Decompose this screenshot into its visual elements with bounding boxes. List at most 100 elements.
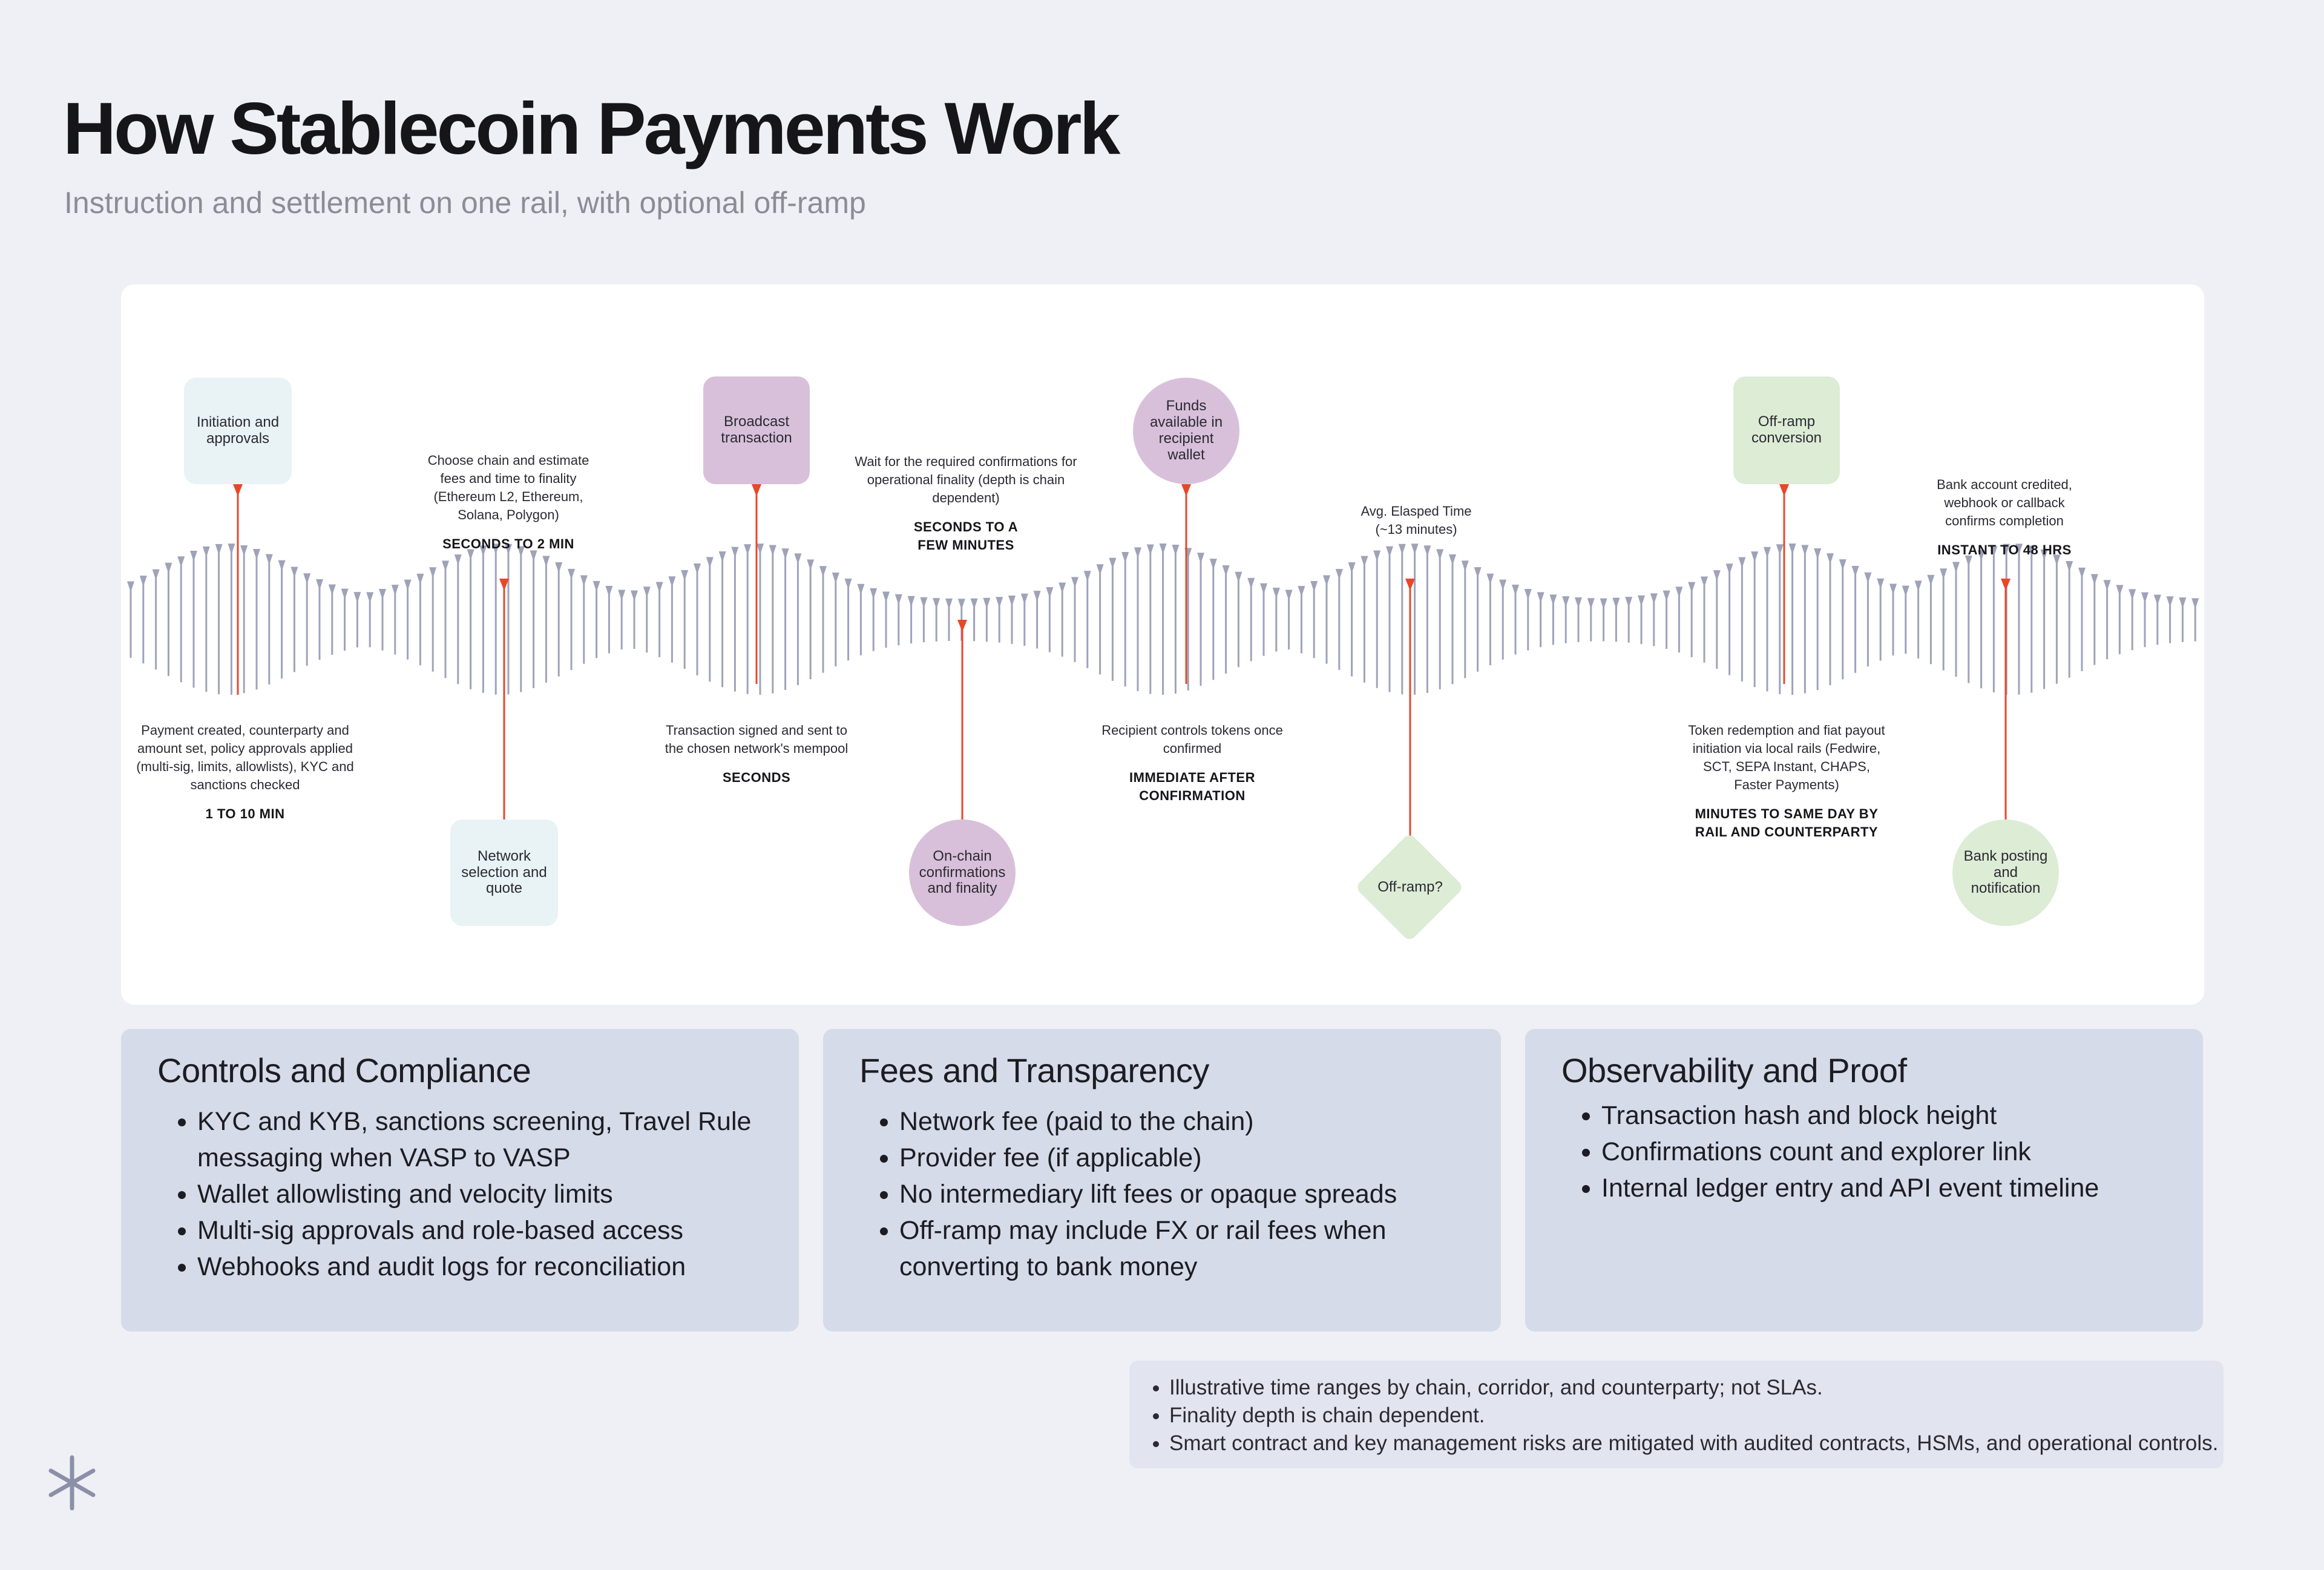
waveform-tick-head <box>731 547 739 558</box>
step-broadcast-annotation: Transaction signed and sent to the chose… <box>660 721 853 787</box>
waveform-tick-head <box>1977 550 1985 561</box>
waveform-tick-head <box>1449 554 1456 566</box>
step-offramp-conversion-note: Token redemption and fiat payout initiat… <box>1688 723 1885 792</box>
waveform-tick-head <box>2015 544 2023 555</box>
waveform-tick-head <box>1725 563 1733 575</box>
waveform-tick-head <box>1398 544 1406 555</box>
waveform-tick-head <box>1159 544 1167 555</box>
waveform-tick-head <box>819 566 827 577</box>
waveform-tick-head <box>2166 596 2174 608</box>
step-network-duration: SECONDS TO 2 MIN <box>442 536 574 551</box>
list-item: Confirmations count and explorer link <box>1601 1134 2167 1170</box>
waveform-tick-head <box>139 576 147 587</box>
fees-transparency-card: Fees and Transparency Network fee (paid … <box>823 1029 1501 1332</box>
waveform-tick-head <box>882 591 890 603</box>
waveform-tick-head <box>278 560 286 571</box>
waveform-tick-head <box>416 573 424 585</box>
waveform-tick-head <box>1839 559 1846 571</box>
step-initiation-annotation: Payment created, counterparty and amount… <box>133 721 357 823</box>
step-initiation-note: Payment created, counterparty and amount… <box>136 723 354 792</box>
step-funds-annotation: Recipient controls tokens once confirmed… <box>1095 721 1289 805</box>
waveform-tick-head <box>605 585 613 597</box>
list-item: Webhooks and audit logs for reconciliati… <box>197 1249 763 1285</box>
waveform-tick-head <box>1222 565 1230 576</box>
step-broadcast-note: Transaction signed and sent to the chose… <box>665 723 849 756</box>
waveform-tick-head <box>920 597 928 608</box>
list-item: Internal ledger entry and API event time… <box>1601 1170 2167 1206</box>
step-connector-arrow <box>1405 579 1415 591</box>
offramp-decision-node: Off-ramp? <box>1350 857 1471 918</box>
waveform-tick-head <box>618 590 626 601</box>
step-initiation-node: Initiation and approvals <box>184 378 292 484</box>
step-connector-arrow <box>1181 484 1191 496</box>
waveform-tick-head <box>970 598 978 609</box>
waveform-tick-head <box>769 545 776 556</box>
step-bank-posting-annotation: Bank account credited, webhook or callba… <box>1923 476 2086 559</box>
waveform-tick-head <box>1827 553 1834 565</box>
waveform-tick-head <box>807 559 815 571</box>
waveform-tick-head <box>190 550 197 562</box>
waveform-tick-head <box>1663 590 1670 602</box>
observability-proof-list: Transaction hash and block height Confir… <box>1561 1097 2167 1206</box>
waveform-tick-head <box>2116 585 2124 596</box>
waveform-tick-head <box>1537 592 1544 603</box>
waveform-tick-head <box>1864 572 1872 583</box>
step-initiation-duration: 1 TO 10 MIN <box>205 806 285 821</box>
waveform-tick-head <box>1952 562 1960 573</box>
waveform-tick-head <box>1549 594 1557 606</box>
waveform-tick-head <box>165 562 172 574</box>
waveform-tick-head <box>1688 582 1696 593</box>
waveform-tick-head <box>1902 585 1909 597</box>
waveform-tick-head <box>1587 598 1595 609</box>
step-network-label: Network selection and quote <box>461 847 547 897</box>
waveform-tick-head <box>1436 549 1444 560</box>
controls-compliance-list: KYC and KYB, sanctions screening, Travel… <box>157 1103 763 1285</box>
waveform-tick-head <box>2027 545 2035 557</box>
list-item: Transaction hash and block height <box>1601 1097 2167 1134</box>
waveform-tick-head <box>1474 567 1482 579</box>
waveform-tick-head <box>907 596 915 607</box>
waveform-tick-head <box>366 592 374 603</box>
waveform-tick-head <box>1083 571 1091 582</box>
waveform-tick-head <box>894 594 902 605</box>
waveform-tick-head <box>1008 596 1016 607</box>
waveform-tick-head <box>794 553 802 565</box>
controls-compliance-title: Controls and Compliance <box>157 1051 531 1089</box>
step-initiation-label: Initiation and approvals <box>196 414 280 447</box>
waveform-tick-head <box>1386 546 1393 557</box>
step-connector-arrow <box>233 484 243 496</box>
waveform-tick-head <box>957 599 965 610</box>
controls-compliance-card: Controls and Compliance KYC and KYB, san… <box>121 1029 799 1332</box>
waveform-tick-head <box>1071 577 1078 588</box>
list-item: KYC and KYB, sanctions screening, Travel… <box>197 1103 763 1176</box>
footnotes-box: Illustrative time ranges by chain, corri… <box>1129 1361 2224 1468</box>
step-broadcast-duration: SECONDS <box>722 769 791 785</box>
waveform-tick-head <box>1612 597 1620 609</box>
payment-flow-diagram: Initiation and approvals Payment created… <box>121 284 2204 1005</box>
waveform-tick-head <box>1877 578 1885 590</box>
footnote-item: Finality depth is chain dependent. <box>1169 1402 2205 1430</box>
waveform-tick-head <box>492 544 500 555</box>
waveform-tick-head <box>1650 593 1658 605</box>
waveform-tick-head <box>1310 581 1318 593</box>
elapsed-time-note: Avg. Elasped Time (~13 minutes) <box>1361 504 1472 537</box>
waveform-tick-head <box>253 548 260 560</box>
waveform-tick-head <box>1096 564 1104 576</box>
waveform-tick-head <box>1209 559 1217 570</box>
footnote-item: Illustrative time ranges by chain, corri… <box>1169 1374 2205 1402</box>
waveform-tick-head <box>1675 586 1683 598</box>
page-subtitle: Instruction and settlement on one rail, … <box>64 186 866 220</box>
step-bank-posting-label: Bank posting and notification <box>1963 847 2048 897</box>
waveform-tick-head <box>832 572 839 583</box>
waveform-tick-head <box>467 549 474 560</box>
waveform-tick-head <box>2053 554 2061 566</box>
waveform-tick-head <box>2078 567 2086 579</box>
waveform-tick-head <box>1059 582 1066 594</box>
waveform-tick-head <box>215 544 223 555</box>
waveform-tick-head <box>706 557 714 568</box>
waveform-tick-head <box>1033 591 1041 602</box>
waveform-tick-head <box>1638 595 1645 606</box>
list-item: Wallet allowlisting and velocity limits <box>197 1176 763 1212</box>
waveform-tick-head <box>341 588 349 600</box>
waveform-tick-head <box>240 545 248 556</box>
